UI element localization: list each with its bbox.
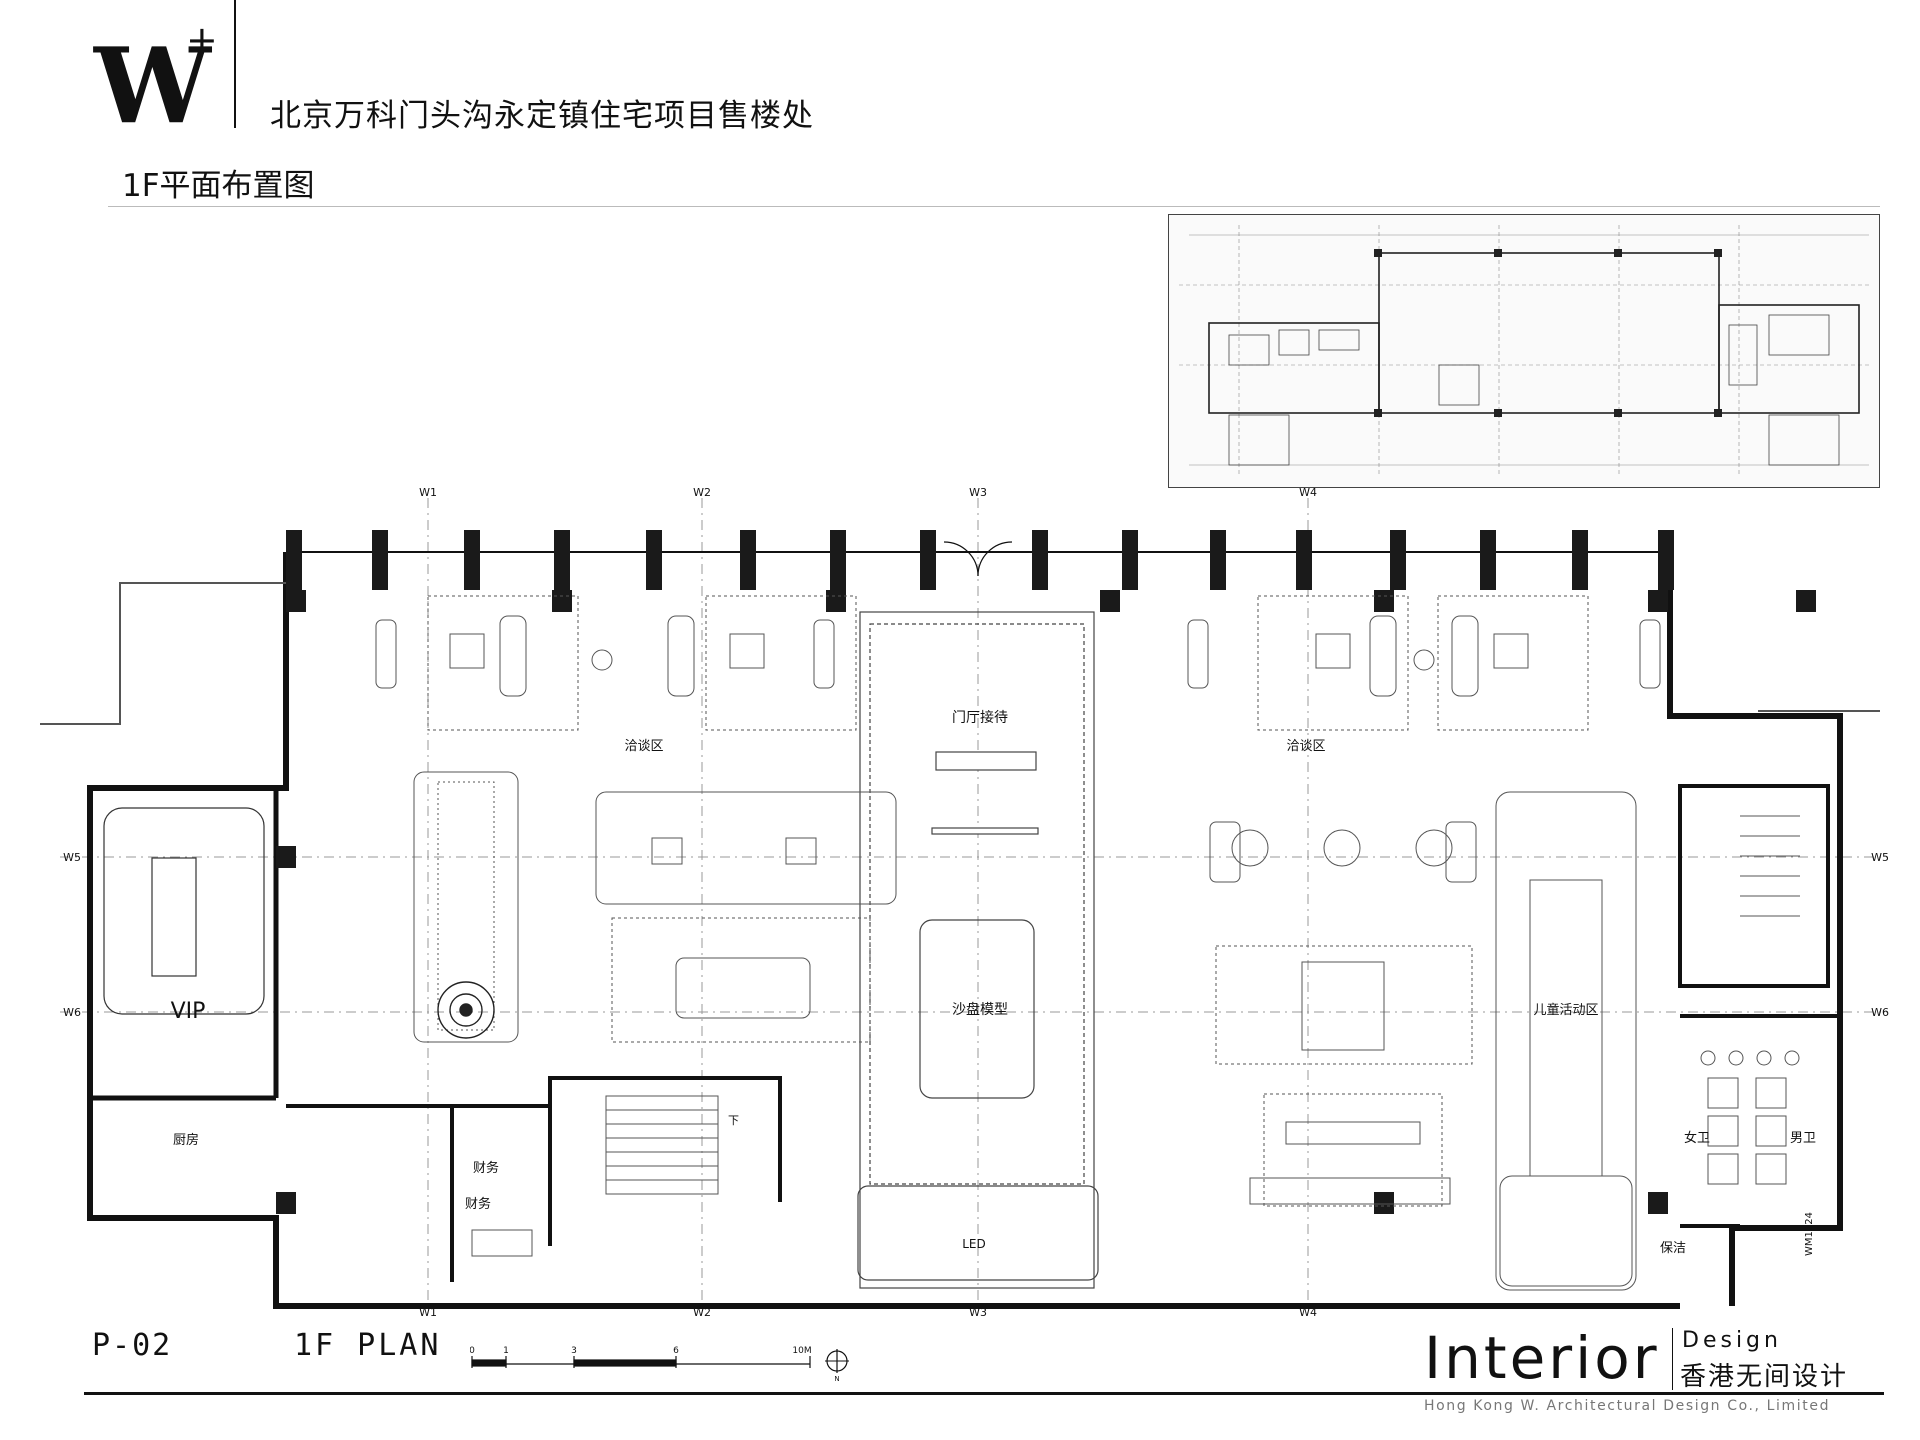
grid-label-bottom-1: W1 bbox=[419, 1306, 437, 1316]
scale-bar: 0 1 3 6 10M bbox=[470, 1346, 812, 1368]
grid-label-top-3: W3 bbox=[969, 486, 987, 499]
scale-tick-1: 1 bbox=[503, 1346, 509, 1356]
header-divider bbox=[108, 206, 1880, 207]
scale-tick-10m: 10M bbox=[792, 1346, 811, 1356]
exterior-walls bbox=[87, 551, 1843, 1309]
grid-label-top-1: W1 bbox=[419, 486, 437, 499]
north-label: N bbox=[834, 1375, 839, 1382]
room-label-male-wc: 男卫 bbox=[1790, 1131, 1816, 1146]
structural-columns bbox=[276, 530, 1816, 1214]
grid-label-bottom-2: W2 bbox=[693, 1306, 711, 1316]
floor-plan: W1 W2 W3 W4 W1 W2 W3 W4 W5 W6 W5 W6 bbox=[40, 486, 1889, 1316]
vip-room bbox=[103, 807, 265, 1015]
drawing-title: 1F平面布置图 bbox=[122, 168, 315, 204]
scale-tick-3: 3 bbox=[571, 1346, 577, 1356]
room-label-finance-1: 财务 bbox=[473, 1160, 499, 1176]
room-label-negotiation-right: 洽谈区 bbox=[1286, 739, 1325, 754]
brand-divider bbox=[1672, 1328, 1673, 1390]
logo-letter: W bbox=[94, 24, 211, 147]
brand-design-label: Design bbox=[1682, 1328, 1782, 1353]
room-label-finance-2: 财务 bbox=[465, 1196, 491, 1212]
grid-label-bottom-3: W3 bbox=[969, 1306, 987, 1316]
key-plan-overview bbox=[1168, 214, 1880, 488]
brand-wordmark: Interior bbox=[1424, 1324, 1660, 1392]
negotiation-area-right bbox=[1187, 595, 1661, 1291]
logo-divider bbox=[234, 0, 236, 128]
company-logo: W + bbox=[94, 18, 218, 147]
room-label-cleaning: 保洁 bbox=[1660, 1241, 1686, 1256]
grid-lines bbox=[60, 498, 1888, 1304]
grid-label-left-6: W6 bbox=[63, 1006, 81, 1019]
sheet-number: P-02 bbox=[92, 1328, 173, 1363]
scale-tick-0: 0 bbox=[470, 1346, 475, 1356]
grid-label-right-5: W5 bbox=[1871, 851, 1889, 864]
room-label-negotiation-left: 洽谈区 bbox=[624, 739, 663, 754]
grid-label-bottom-4: W4 bbox=[1299, 1306, 1317, 1316]
brand-english-name: Hong Kong W. Architectural Design Co., L… bbox=[1424, 1398, 1831, 1414]
grid-label-top-2: W2 bbox=[693, 486, 711, 499]
stair-down-label: 下 bbox=[728, 1114, 739, 1127]
door-code-label: WM1224 bbox=[1804, 1212, 1815, 1256]
room-label-vip: VIP bbox=[171, 999, 206, 1024]
room-label-female-wc: 女卫 bbox=[1684, 1130, 1710, 1146]
footer-divider bbox=[84, 1392, 1884, 1395]
staircase bbox=[471, 1095, 719, 1257]
project-title: 北京万科门头沟永定镇住宅项目售楼处 bbox=[270, 98, 814, 134]
toilets bbox=[1700, 815, 1800, 1185]
plan-name: 1F PLAN bbox=[294, 1328, 442, 1363]
grid-label-right-6: W6 bbox=[1871, 1006, 1889, 1019]
negotiation-area-left bbox=[375, 595, 897, 1043]
room-label-lobby: 门厅接待 bbox=[952, 709, 1008, 726]
logo-plus: + bbox=[186, 18, 218, 62]
room-label-kitchen: 厨房 bbox=[173, 1132, 199, 1148]
room-label-kids-area: 儿童活动区 bbox=[1533, 1002, 1598, 1018]
north-arrow-icon: N bbox=[825, 1349, 849, 1382]
scale-tick-6: 6 bbox=[673, 1346, 679, 1356]
grid-label-left-5: W5 bbox=[63, 851, 81, 864]
room-label-sand-table: 沙盘模型 bbox=[952, 1001, 1008, 1018]
room-label-led: LED bbox=[962, 1237, 986, 1251]
brand-chinese-name: 香港无间设计 bbox=[1680, 1362, 1849, 1392]
grid-label-top-4: W4 bbox=[1299, 486, 1317, 499]
